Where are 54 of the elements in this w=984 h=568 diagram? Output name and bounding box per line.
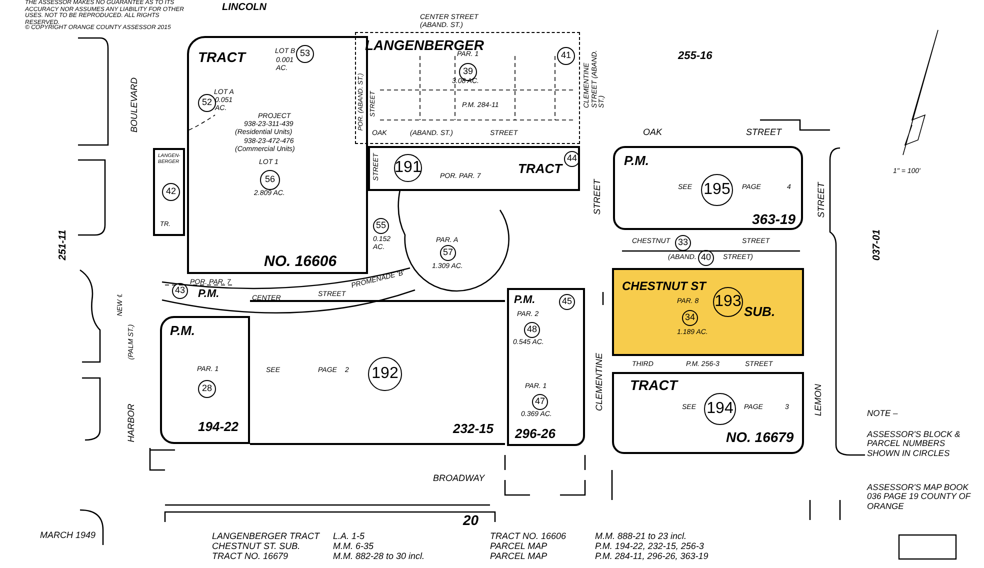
reference-table-cell: P.M. 194-22, 232-15, 256-3: [595, 542, 704, 552]
map-note: ASSESSOR'S MAP BOOK 036 PAGE 19 COUNTY OF ORANGE: [867, 483, 972, 512]
block-label: 194-22: [198, 420, 238, 434]
parcel-block: [160, 316, 250, 444]
street-name: OAK: [643, 128, 662, 138]
map-reference: 251-11: [58, 230, 68, 260]
reference-table-cell: PARCEL MAP: [490, 542, 548, 552]
block-label: P.M.: [624, 154, 650, 168]
map-reference: 255-16: [678, 50, 712, 62]
street-name: STREET: [817, 182, 827, 218]
block-label: TRACT: [630, 378, 678, 394]
street-name: LINCOLN: [222, 2, 266, 13]
block-label: NO. 16606: [264, 254, 337, 270]
street-name: STREET: [746, 128, 782, 138]
street-name: LEMON: [814, 384, 824, 416]
reference-table-cell: TRACT NO. 16606: [490, 532, 566, 542]
reference-table-cell: P.M. 284-11, 296-26, 363-19: [595, 552, 708, 562]
block-label: P.M.: [514, 294, 536, 306]
reference-table-cell: CHESTNUT ST. SUB.: [212, 542, 300, 552]
street-name: HARBOR: [127, 404, 137, 442]
map-reference: 20: [463, 513, 479, 528]
block-label: P.M.: [170, 324, 196, 338]
map-reference: 037-01: [872, 229, 882, 261]
block-label: TRACT: [198, 50, 246, 66]
street-name: STREET: [593, 179, 603, 215]
parcel-block: [612, 268, 804, 356]
map-note: NOTE –: [867, 409, 898, 418]
reference-table-cell: M.M. 888-21 to 23 incl.: [595, 532, 687, 542]
reference-table-cell: L.A. 1-5: [333, 532, 365, 542]
street-name: BROADWAY: [433, 474, 485, 484]
block-label: 296-26: [515, 427, 556, 442]
parcel-block: [612, 372, 804, 454]
block-label: NO. 16679: [726, 430, 794, 446]
parcel-label: P.M.: [198, 288, 220, 300]
reference-table-cell: LANGENBERGER TRACT: [212, 532, 320, 542]
parcel-block: [153, 148, 185, 236]
street-name: CLEMENTINE: [595, 353, 605, 411]
reference-table-cell: M.M. 882-28 to 30 incl.: [333, 552, 425, 562]
map-note: ASSESSOR'S BLOCK & PARCEL NUMBERS SHOWN IN CIRCLES: [867, 430, 962, 458]
block-label: 363-19: [752, 212, 796, 228]
block-label: TRACT: [518, 162, 562, 176]
parcel-block: [613, 146, 803, 230]
parcel-block: [250, 300, 505, 445]
block-label: SUB.: [744, 305, 776, 320]
street-name: BOULEVARD: [130, 77, 140, 133]
reference-table-cell: PARCEL MAP: [490, 552, 548, 562]
parcel-block: [507, 288, 585, 446]
parcel-block: [355, 32, 580, 144]
reference-table-cell: TRACT NO. 16679: [212, 552, 288, 562]
parcel-block: [368, 146, 580, 191]
reference-table-cell: M.M. 6-35: [333, 542, 374, 552]
block-label: CHESTNUT ST: [622, 280, 706, 294]
block-label: 232-15: [453, 422, 494, 436]
date-note: MARCH 1949: [40, 531, 96, 541]
